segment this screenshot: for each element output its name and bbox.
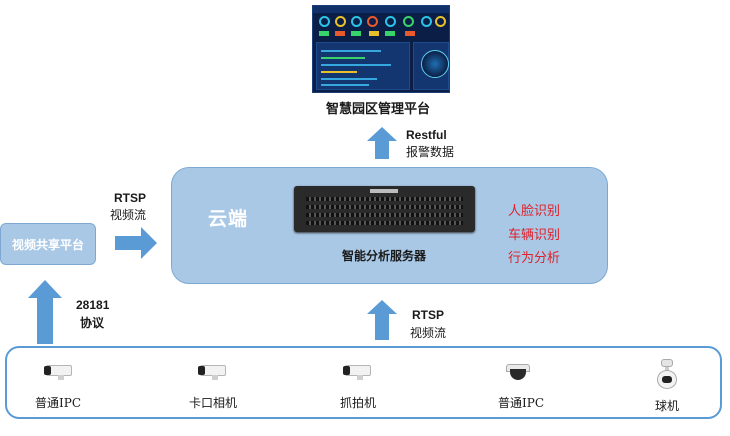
server-label: 智能分析服务器 (309, 247, 459, 264)
device-label-snapshot-camera: 抓拍机 (313, 394, 403, 411)
gb28181-label: 28181 (76, 298, 109, 312)
device-label-ipc-2: 普通IPC (476, 394, 566, 411)
feature-face-recognition: 人脸识别 (508, 200, 560, 219)
feature-vehicle-recognition: 车辆识别 (508, 224, 560, 243)
video-stream-left-label: 视频流 (110, 206, 146, 223)
device-label-ptz-camera: 球机 (622, 397, 712, 414)
ptz-camera-icon (656, 359, 678, 389)
protocol-label: 协议 (80, 314, 104, 331)
rtsp-bottom-label: RTSP (412, 308, 444, 322)
arrow-up-to-platform (367, 127, 397, 159)
device-label-ipc-1: 普通IPC (13, 394, 103, 411)
server-icon (294, 186, 475, 232)
smart-park-platform-title: 智慧园区管理平台 (280, 98, 476, 117)
device-label-checkpoint-camera: 卡口相机 (168, 394, 258, 411)
feature-behavior-analysis: 行为分析 (508, 247, 560, 266)
rtsp-left-label: RTSP (114, 191, 146, 205)
bullet-camera-icon (343, 363, 373, 379)
arrow-up-to-cloud (367, 300, 397, 340)
alarm-data-label: 报警数据 (406, 143, 454, 160)
cloud-title: 云端 (208, 204, 248, 231)
bullet-camera-icon (198, 363, 228, 379)
restful-label: Restful (406, 128, 447, 142)
dashboard-screenshot (312, 5, 450, 93)
video-sharing-platform-label: 视频共享平台 (0, 236, 96, 253)
bullet-camera-icon (44, 363, 74, 379)
arrow-up-to-video-platform (28, 280, 62, 344)
arrow-right-to-cloud (115, 227, 157, 259)
dome-camera-icon (506, 364, 530, 380)
video-stream-bottom-label: 视频流 (410, 324, 446, 341)
